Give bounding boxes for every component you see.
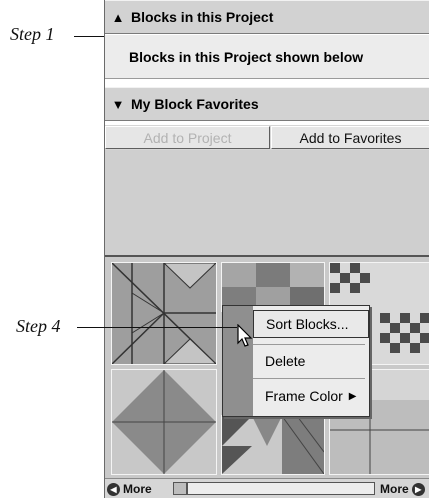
block-thumbnail[interactable] bbox=[221, 415, 325, 475]
blocks-panel: ▲ Blocks in this Project Blocks in this … bbox=[104, 0, 429, 498]
menu-side-strip bbox=[223, 306, 253, 416]
frame-color-menu-item[interactable]: Frame Color ▶ bbox=[253, 382, 369, 410]
blocks-in-project-header[interactable]: ▲ Blocks in this Project bbox=[105, 0, 429, 34]
step-4-leader-line bbox=[77, 327, 237, 328]
favorites-empty-area bbox=[105, 150, 429, 255]
blocks-in-project-title: Blocks in this Project bbox=[131, 9, 274, 25]
frame-color-label: Frame Color bbox=[265, 388, 343, 404]
add-to-project-button[interactable]: Add to Project bbox=[105, 126, 270, 149]
button-row: Add to Project Add to Favorites bbox=[105, 125, 429, 150]
block-thumbnail[interactable] bbox=[221, 262, 325, 312]
mouse-pointer-icon bbox=[237, 324, 253, 347]
sort-blocks-menu-item[interactable]: Sort Blocks... bbox=[253, 310, 369, 338]
collapse-triangle-icon[interactable]: ▲ bbox=[111, 9, 125, 25]
step-4-label: Step 4 bbox=[16, 316, 61, 336]
block-thumbnail[interactable] bbox=[111, 369, 217, 475]
block-scrollbar: ◀ More More ▶ bbox=[105, 478, 429, 498]
menu-separator bbox=[253, 344, 365, 345]
block-pattern-graphic bbox=[112, 370, 216, 474]
my-block-favorites-header[interactable]: ▼ My Block Favorites bbox=[105, 87, 429, 121]
step-1-leader-line bbox=[74, 36, 112, 37]
more-right-label: More bbox=[380, 482, 409, 496]
right-arrow-icon: ▶ bbox=[411, 482, 425, 496]
my-block-favorites-title: My Block Favorites bbox=[131, 96, 259, 112]
left-arrow-icon: ◀ bbox=[107, 482, 120, 496]
more-left-button[interactable]: ◀ More bbox=[107, 481, 152, 497]
sort-blocks-label: Sort Blocks... bbox=[266, 316, 349, 332]
more-right-button[interactable]: More ▶ bbox=[380, 481, 425, 497]
block-thumbnail-grid: Sort Blocks... Delete Frame Color ▶ bbox=[105, 255, 429, 480]
block-pattern-graphic bbox=[222, 263, 324, 311]
block-pattern-graphic bbox=[112, 263, 216, 364]
menu-separator bbox=[253, 378, 365, 379]
block-thumbnail[interactable] bbox=[111, 262, 217, 365]
block-context-menu: Sort Blocks... Delete Frame Color ▶ bbox=[222, 305, 370, 417]
blocks-shown-below-label: Blocks in this Project shown below bbox=[105, 35, 429, 79]
scroll-thumb[interactable] bbox=[173, 482, 187, 495]
scroll-track[interactable] bbox=[187, 482, 375, 495]
submenu-arrow-icon: ▶ bbox=[348, 390, 357, 402]
more-left-label: More bbox=[123, 482, 152, 496]
expand-triangle-icon[interactable]: ▼ bbox=[111, 96, 125, 112]
delete-label: Delete bbox=[265, 353, 306, 369]
block-pattern-graphic bbox=[222, 416, 324, 474]
add-to-favorites-button[interactable]: Add to Favorites bbox=[271, 126, 429, 149]
delete-menu-item[interactable]: Delete bbox=[253, 348, 369, 374]
step-1-label: Step 1 bbox=[10, 24, 55, 44]
